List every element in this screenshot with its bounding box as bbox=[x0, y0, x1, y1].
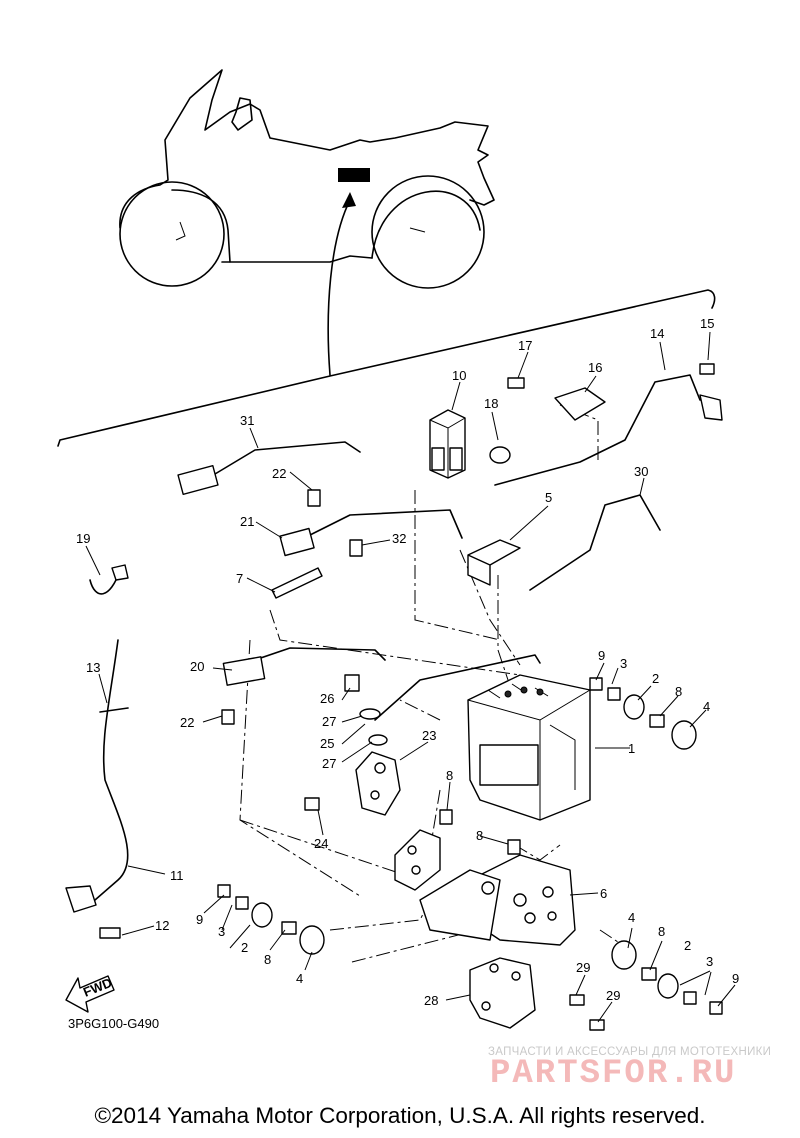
callout-21: 21 bbox=[240, 514, 254, 529]
callout-9: 9 bbox=[196, 912, 203, 927]
callout-7: 7 bbox=[236, 571, 243, 586]
brake-pipes bbox=[177, 374, 723, 721]
callout-leaders bbox=[85, 331, 736, 1023]
callout-29: 29 bbox=[606, 988, 620, 1003]
callout-3: 3 bbox=[218, 924, 225, 939]
callout-22: 22 bbox=[180, 715, 194, 730]
callout-4: 4 bbox=[628, 910, 635, 925]
callout-27: 27 bbox=[322, 714, 336, 729]
callout-9: 9 bbox=[732, 971, 739, 986]
callout-23: 23 bbox=[422, 728, 436, 743]
callout-3: 3 bbox=[706, 954, 713, 969]
callout-28: 28 bbox=[424, 993, 438, 1008]
part-28-block bbox=[469, 957, 536, 1029]
stay bbox=[271, 567, 323, 599]
callout-13: 13 bbox=[86, 660, 100, 675]
relay bbox=[429, 409, 466, 479]
wheel-speed-sensor-lead bbox=[65, 564, 129, 913]
callout-30: 30 bbox=[634, 464, 648, 479]
callout-4: 4 bbox=[296, 971, 303, 986]
callout-4: 4 bbox=[703, 699, 710, 714]
callout-11: 11 bbox=[170, 868, 184, 883]
callout-16: 16 bbox=[588, 360, 602, 375]
damper-bracket bbox=[394, 829, 441, 891]
callout-20: 20 bbox=[190, 659, 204, 674]
callout-12: 12 bbox=[155, 918, 169, 933]
callout-14: 14 bbox=[650, 326, 664, 341]
callout-3: 3 bbox=[620, 656, 627, 671]
callout-8: 8 bbox=[446, 768, 453, 783]
callout-8: 8 bbox=[658, 924, 665, 939]
motorcycle-outline bbox=[119, 69, 495, 376]
callout-2: 2 bbox=[241, 940, 248, 955]
copyright-notice: ©2014 Yamaha Motor Corporation, U.S.A. A… bbox=[94, 1103, 706, 1128]
callout-27: 27 bbox=[322, 756, 336, 771]
callout-2: 2 bbox=[684, 938, 691, 953]
callout-1: 1 bbox=[628, 741, 635, 756]
watermark-logo: PARTSFOR.RU bbox=[490, 1055, 737, 1093]
callout-8: 8 bbox=[264, 952, 271, 967]
callout-6: 6 bbox=[600, 886, 607, 901]
callout-19: 19 bbox=[76, 531, 90, 546]
callout-17: 17 bbox=[518, 338, 532, 353]
callout-24: 24 bbox=[314, 836, 328, 851]
callout-numbers: 1 2 2 2 3 3 3 4 4 4 5 6 7 8 8 8 8 8 9 9 … bbox=[76, 316, 739, 1008]
enclosure-line bbox=[57, 289, 716, 447]
watermark-caption: ЗАПЧАСТИ И АКСЕССУАРЫ ДЛЯ МОТОТЕХНИКИ bbox=[488, 1046, 772, 1058]
callout-29: 29 bbox=[576, 960, 590, 975]
callout-18: 18 bbox=[484, 396, 498, 411]
leader-lines bbox=[239, 404, 631, 963]
callout-10: 10 bbox=[452, 368, 466, 383]
drawing-code: 3P6G100-G490 bbox=[68, 1016, 160, 1031]
pad bbox=[467, 539, 521, 586]
callout-25: 25 bbox=[320, 736, 334, 751]
abs-unit-location-marker bbox=[338, 168, 370, 182]
callout-22: 22 bbox=[272, 466, 286, 481]
joint-block bbox=[355, 751, 401, 816]
callout-31: 31 bbox=[240, 413, 254, 428]
abs-bracket bbox=[419, 854, 576, 946]
abs-hydraulic-unit bbox=[467, 674, 591, 821]
callout-9: 9 bbox=[598, 648, 605, 663]
fwd-arrow-icon: FWD bbox=[65, 975, 115, 1013]
hardware bbox=[99, 363, 723, 1031]
callout-8: 8 bbox=[675, 684, 682, 699]
callout-15: 15 bbox=[700, 316, 714, 331]
callout-2: 2 bbox=[652, 671, 659, 686]
callout-26: 26 bbox=[320, 691, 334, 706]
callout-32: 32 bbox=[392, 531, 406, 546]
callout-5: 5 bbox=[545, 490, 552, 505]
callout-8: 8 bbox=[476, 828, 483, 843]
